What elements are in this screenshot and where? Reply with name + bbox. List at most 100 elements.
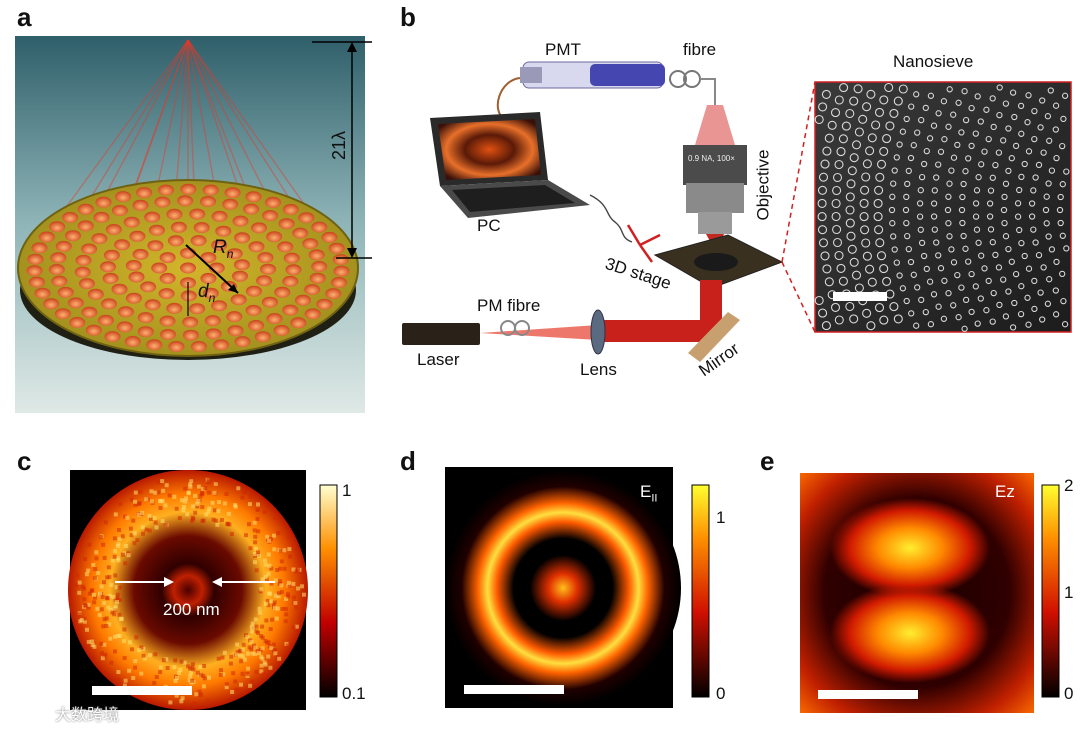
- noise-pixel: [248, 546, 253, 551]
- sem-hole: [930, 200, 938, 207]
- nanohole: [190, 235, 207, 247]
- nanohole: [245, 304, 262, 316]
- noise-pixel: [116, 542, 121, 547]
- sem-hole: [946, 180, 953, 187]
- nanohole: [321, 231, 338, 243]
- noise-pixel: [90, 588, 95, 593]
- sem-hole: [891, 246, 898, 253]
- sem-hole: [1000, 206, 1008, 214]
- noise-pixel: [282, 548, 287, 553]
- nanohole: [57, 286, 74, 298]
- sem-hole: [832, 185, 842, 196]
- panel-label-b: b: [400, 2, 416, 32]
- noise-pixel: [160, 519, 165, 524]
- noise-pixel: [141, 653, 146, 658]
- noise-pixel: [197, 689, 202, 694]
- nanohole: [159, 315, 176, 327]
- noise-pixel: [140, 525, 145, 530]
- noise-pixel: [189, 670, 193, 675]
- nanohole: [158, 184, 174, 196]
- nanohole: [266, 231, 283, 243]
- noise-pixel: [130, 647, 134, 652]
- noise-pixel: [94, 556, 99, 561]
- sem-hole: [935, 110, 942, 117]
- noise-pixel: [259, 663, 264, 668]
- nanohole: [298, 212, 315, 224]
- sem-hole: [1037, 289, 1044, 296]
- noise-pixel: [269, 566, 274, 571]
- sem-hole: [867, 277, 877, 287]
- sem-hole: [1043, 220, 1050, 227]
- sem-hole: [884, 82, 894, 93]
- noise-pixel: [154, 675, 159, 679]
- noise-pixel: [266, 654, 271, 659]
- nanohole: [256, 275, 273, 287]
- nanohole: [308, 249, 325, 261]
- nanohole: [226, 248, 243, 260]
- sem-hole: [1039, 97, 1046, 104]
- sem-hole: [889, 108, 899, 118]
- nanohole: [190, 341, 207, 352]
- noise-pixel: [248, 494, 253, 499]
- sem-hole: [985, 135, 992, 143]
- sem-hole: [845, 205, 855, 215]
- sem-hole: [950, 154, 958, 161]
- noise-pixel: [260, 656, 265, 661]
- noise-pixel: [106, 605, 111, 610]
- noise-pixel: [239, 659, 244, 664]
- noise-pixel: [105, 575, 110, 580]
- sem-hole: [834, 95, 844, 105]
- sem-hole: [1005, 288, 1012, 295]
- noise-pixel: [79, 618, 84, 622]
- noise-pixel: [294, 624, 299, 629]
- sem-hole: [958, 129, 965, 136]
- panel-label-e: e: [760, 446, 775, 476]
- sem-hole: [961, 325, 968, 332]
- noise-pixel: [271, 642, 276, 647]
- sem-hole: [958, 284, 965, 291]
- sem-hole: [834, 250, 844, 261]
- nanohole: [222, 198, 239, 210]
- sem-hole: [865, 146, 875, 156]
- sem-hole: [1052, 287, 1059, 294]
- scale-bar-c: [92, 686, 192, 695]
- noise-pixel: [116, 677, 121, 682]
- noise-pixel: [272, 533, 276, 538]
- radius-label: Rn: [213, 237, 234, 261]
- noise-pixel: [133, 490, 138, 495]
- sem-hole: [893, 314, 903, 324]
- sem-hole: [889, 302, 899, 312]
- colorbar-e-max: 2: [1064, 476, 1074, 495]
- noise-pixel: [286, 594, 291, 599]
- noise-pixel: [219, 518, 224, 522]
- noise-pixel: [253, 534, 258, 539]
- sem-hole: [917, 187, 924, 194]
- noise-pixel: [235, 642, 240, 647]
- noise-pixel: [214, 478, 219, 483]
- zoom-line-top: [781, 81, 816, 263]
- nanohole: [159, 272, 176, 284]
- colorbar-d-min: 0: [716, 684, 726, 703]
- noise-pixel: [240, 671, 245, 676]
- noise-pixel: [189, 479, 194, 484]
- nanohole: [232, 270, 248, 282]
- sem-hole: [990, 289, 997, 297]
- noise-pixel: [263, 575, 268, 579]
- sem-hole: [965, 155, 972, 162]
- sem-hole: [866, 321, 876, 331]
- height-label: 21λ: [329, 130, 350, 161]
- noise-pixel: [260, 635, 265, 640]
- noise-pixel: [291, 595, 296, 600]
- noise-pixel: [259, 587, 264, 592]
- sem-hole: [937, 148, 945, 155]
- noise-pixel: [172, 494, 177, 499]
- noise-pixel: [250, 679, 255, 684]
- sem-hole: [948, 167, 955, 174]
- noise-pixel: [263, 562, 268, 567]
- noise-pixel: [294, 605, 299, 610]
- sem-hole: [827, 120, 837, 130]
- noise-pixel: [174, 506, 179, 511]
- colorbar-c-min: 0.1: [342, 684, 366, 703]
- sem-hole: [1052, 311, 1060, 318]
- sem-hole: [968, 104, 975, 112]
